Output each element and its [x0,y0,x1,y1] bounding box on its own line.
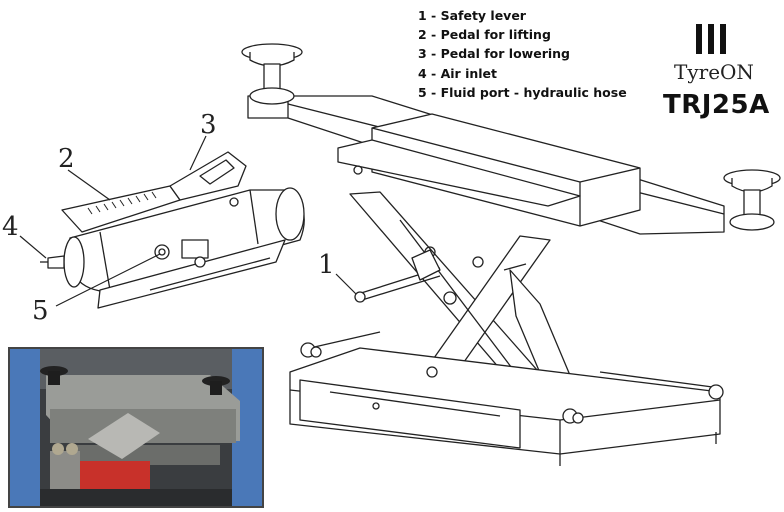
parts-legend: 1 - Safety lever 2 - Pedal for lifting 3… [418,6,627,102]
air-hydraulic-pump [40,151,305,309]
legend-item: 3 - Pedal for lowering [418,46,570,62]
photo-illustration [10,349,262,506]
legend-item: 1 - Safety lever [418,8,526,23]
model-number: TRJ25A [663,90,770,120]
callout-1: 1 [318,250,335,280]
callout-5: 5 [32,296,49,326]
brand-name: TyreON [674,60,754,84]
callout-4: 4 [2,212,19,242]
three-bars-icon [696,24,726,54]
callout-leaders [19,135,357,307]
legend-item: 2 - Pedal for lifting [418,27,551,43]
right-saddle [723,169,781,231]
legend-item: 4 - Air inlet [418,65,497,81]
rolling-jack [241,43,781,466]
callout-2: 2 [58,144,75,174]
callout-3: 3 [200,110,217,140]
left-saddle [241,43,303,105]
legend-item: 5 - Fluid port - hydraulic hose [418,84,627,100]
product-photo [8,347,264,508]
